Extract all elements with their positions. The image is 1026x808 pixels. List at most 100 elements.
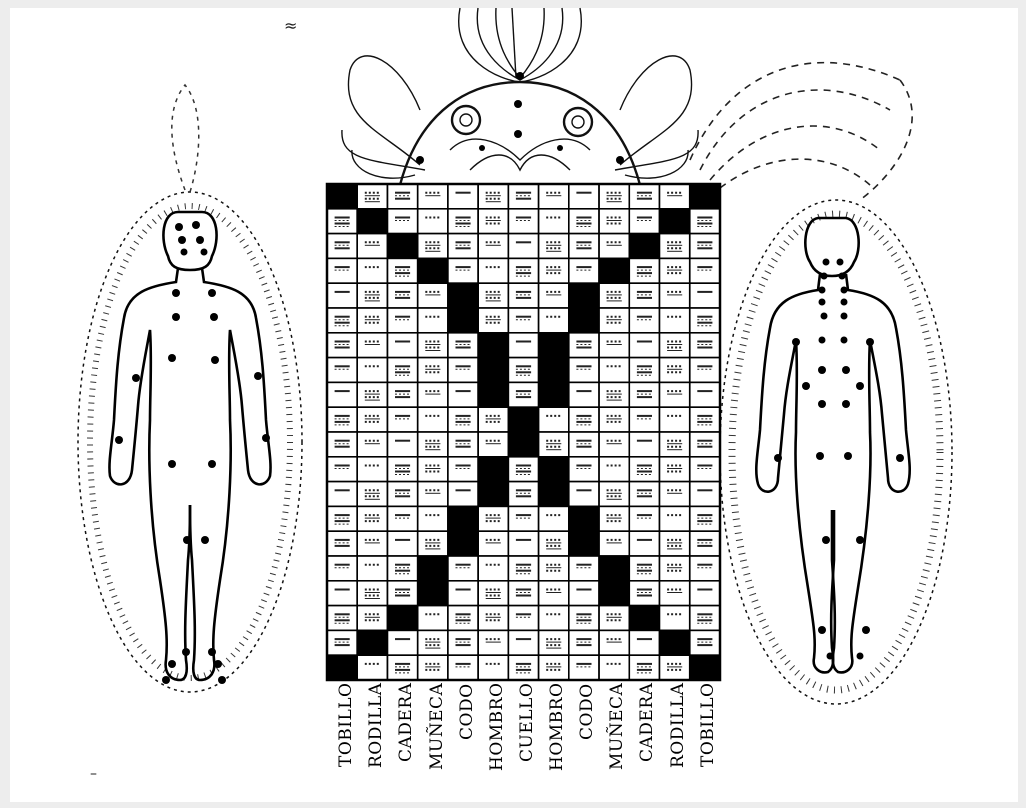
grid-cell	[448, 457, 478, 482]
grid-cell	[357, 382, 387, 407]
grid-cell	[478, 258, 508, 283]
grid-cell-filled	[599, 581, 629, 606]
grid-cell	[599, 209, 629, 234]
right-body-outline	[756, 218, 909, 672]
grid-cell-filled	[388, 606, 418, 631]
grid-cell	[327, 432, 357, 457]
bottom-mark: –	[90, 766, 97, 782]
grid-cell	[629, 382, 659, 407]
grid-cell-filled	[478, 482, 508, 507]
grid-cell	[478, 209, 508, 234]
grid-cell	[357, 606, 387, 631]
grid-cell	[508, 382, 538, 407]
grid-cell	[599, 506, 629, 531]
grid-cell	[569, 358, 599, 383]
grid-cell-filled	[539, 382, 569, 407]
grid-cell	[508, 358, 538, 383]
grid-cell	[660, 333, 690, 358]
grid-cell-filled	[478, 358, 508, 383]
column-label: HOMBRO	[544, 683, 570, 793]
grid-cell	[629, 556, 659, 581]
grid-cell	[690, 358, 720, 383]
grid-cell	[660, 308, 690, 333]
grid-cell	[418, 382, 448, 407]
grid-cell-filled	[418, 556, 448, 581]
grid-cell	[660, 581, 690, 606]
grid-cell	[629, 506, 659, 531]
grid-cell	[508, 333, 538, 358]
grid-cell	[660, 606, 690, 631]
top-field-points	[416, 72, 624, 164]
column-label: CUELLO	[514, 683, 540, 793]
grid-cell-filled	[357, 209, 387, 234]
grid-cell	[508, 531, 538, 556]
grid-cell	[388, 506, 418, 531]
grid-cell	[508, 209, 538, 234]
grid-cell-filled	[327, 655, 357, 680]
grid-cell-filled	[418, 258, 448, 283]
grid-cell	[327, 333, 357, 358]
grid-cell	[690, 531, 720, 556]
grid-cell	[357, 581, 387, 606]
grid-cell	[599, 283, 629, 308]
grid-cell	[690, 556, 720, 581]
grid-cell	[690, 333, 720, 358]
grid-cell	[539, 209, 569, 234]
grid-cell	[418, 209, 448, 234]
grid-cell	[388, 407, 418, 432]
grid-cell	[539, 506, 569, 531]
grid-cell	[629, 209, 659, 234]
grid-cell	[629, 482, 659, 507]
grid-cell	[418, 457, 448, 482]
grid-cell	[539, 283, 569, 308]
grid-cell	[599, 382, 629, 407]
grid-cell	[508, 581, 538, 606]
grid-cell	[448, 606, 478, 631]
grid-cell	[418, 606, 448, 631]
grid-cell	[690, 382, 720, 407]
grid-cell	[539, 531, 569, 556]
grid-cell	[357, 531, 387, 556]
grid-cell	[690, 234, 720, 259]
grid-cell	[388, 258, 418, 283]
grid-cell	[569, 382, 599, 407]
grid-cell	[660, 382, 690, 407]
grid-cell	[418, 407, 448, 432]
grid-cell	[690, 606, 720, 631]
grid-cell	[539, 234, 569, 259]
grid-cell	[478, 531, 508, 556]
grid-cell	[569, 581, 599, 606]
grid-cell	[418, 531, 448, 556]
grid-cell	[690, 407, 720, 432]
grid-cell	[690, 506, 720, 531]
grid-cell	[448, 184, 478, 209]
grid-cell	[357, 358, 387, 383]
correspondence-grid	[327, 184, 720, 680]
grid-cell	[660, 283, 690, 308]
grid-cell	[418, 333, 448, 358]
grid-cell	[569, 407, 599, 432]
grid-cell	[327, 630, 357, 655]
grid-cell	[418, 234, 448, 259]
grid-cell	[569, 333, 599, 358]
grid-cell	[690, 283, 720, 308]
column-label: CADERA	[634, 683, 660, 793]
grid-cell	[508, 506, 538, 531]
grid-cell	[357, 482, 387, 507]
grid-cell	[388, 209, 418, 234]
grid-cell	[508, 606, 538, 631]
grid-cell-filled	[660, 630, 690, 655]
grid-cell	[388, 655, 418, 680]
grid-cell	[569, 606, 599, 631]
grid-cell	[448, 258, 478, 283]
grid-cell-filled	[629, 234, 659, 259]
grid-cell	[388, 308, 418, 333]
grid-cell	[569, 234, 599, 259]
grid-cell	[388, 333, 418, 358]
grid-cell	[418, 655, 448, 680]
grid-cell	[388, 283, 418, 308]
grid-cell	[539, 407, 569, 432]
column-label: CODO	[454, 683, 480, 793]
grid-cell	[327, 606, 357, 631]
grid-cell	[357, 556, 387, 581]
